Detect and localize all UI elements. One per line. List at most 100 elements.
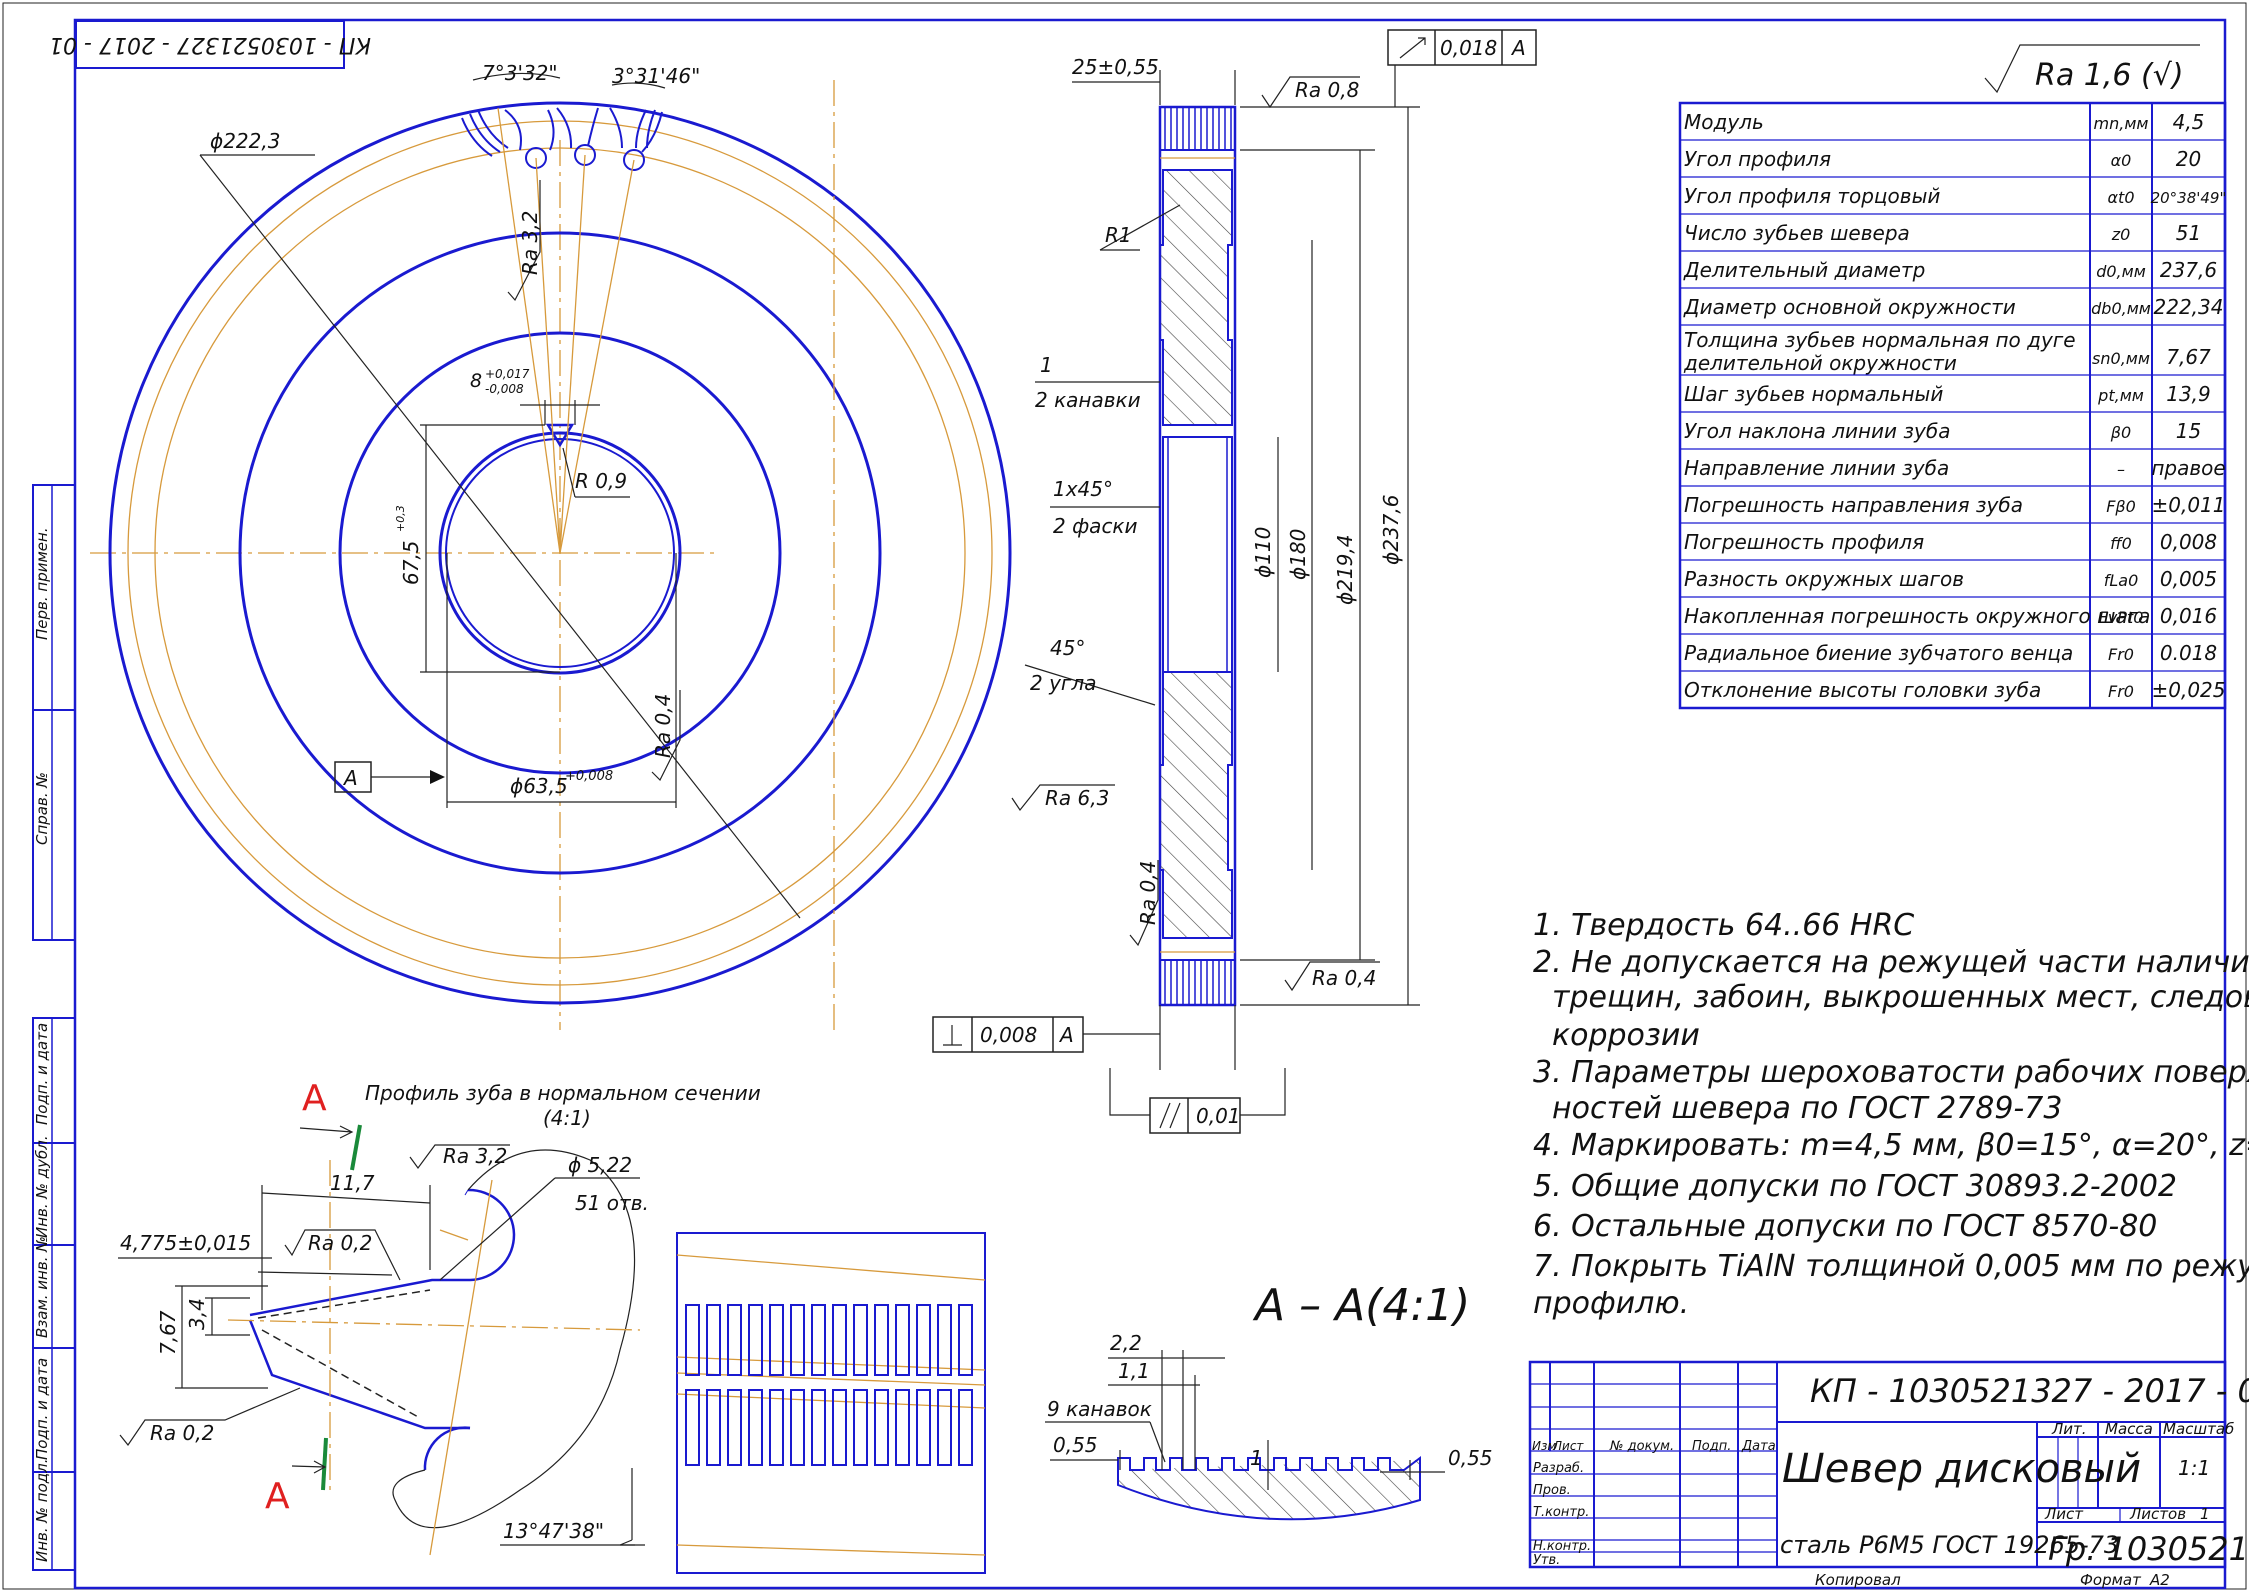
strip-perv-primen: Перв. примен. bbox=[33, 527, 51, 640]
gear-slot-upper bbox=[685, 1304, 700, 1376]
width-25: 25±0,55 bbox=[1072, 55, 1159, 79]
param-value: 0,008 bbox=[2160, 530, 2217, 554]
note-line: 3. Параметры шероховатости рабочих повер… bbox=[1533, 1055, 2249, 1090]
svg-text:Дата: Дата bbox=[1741, 1439, 1776, 1454]
part-name: Шевер дисковый bbox=[1782, 1446, 2141, 1492]
svg-text:Лист: Лист bbox=[2044, 1505, 2084, 1523]
gear-slot-lower bbox=[937, 1389, 952, 1466]
hole-count: 51 отв. bbox=[575, 1191, 649, 1215]
param-value: 0.018 bbox=[2160, 641, 2217, 665]
param-name: Погрешность профиля bbox=[1684, 530, 1924, 554]
dim-1-1: 1,1 bbox=[1118, 1359, 1150, 1383]
title-block: КП - 1030521327 - 2017 - 01 Шевер дисков… bbox=[1528, 1360, 2249, 1589]
drawing-frame bbox=[73, 18, 2227, 1590]
param-value: 15 bbox=[2176, 419, 2201, 443]
note-line: 4. Маркировать: m=4,5 мм, β0=15°, α=20°,… bbox=[1533, 1128, 2249, 1163]
gear-slot-upper bbox=[916, 1304, 931, 1376]
param-name: Угол профиля торцовый bbox=[1684, 184, 1940, 208]
angle-3-31-46: 3°31'46" bbox=[612, 64, 700, 88]
roughness-ra04-bottom: Ra 0,4 bbox=[1284, 961, 1380, 992]
note-line: ностей шевера по ГОСТ 2789-73 bbox=[1552, 1091, 2062, 1126]
note-line: коррозии bbox=[1552, 1018, 1700, 1053]
gear-slot-upper bbox=[853, 1304, 868, 1376]
svg-text:A: A bbox=[1058, 1023, 1074, 1047]
roughness-ra02-top: Ra 0,2 bbox=[284, 1229, 401, 1281]
gear-slot-upper bbox=[811, 1304, 826, 1376]
dim-0-55-left: 0,55 bbox=[1053, 1433, 1098, 1457]
svg-text:Формат: Формат bbox=[2080, 1571, 2142, 1589]
shoulder-circle bbox=[338, 331, 782, 775]
hole-dia: ϕ 5,22 bbox=[568, 1153, 632, 1177]
strip-podp-data-1: Подп. и дата bbox=[33, 1023, 51, 1125]
gear-slot-lower bbox=[685, 1389, 700, 1466]
dim-7-67: 7,67 bbox=[156, 1310, 180, 1355]
param-name: Отклонение высоты головки зуба bbox=[1684, 678, 2041, 702]
svg-text:Подп.: Подп. bbox=[1692, 1439, 1731, 1454]
roughness-ra02-bottom: Ra 0,2 bbox=[119, 1387, 301, 1447]
datum-a-front: A bbox=[342, 766, 358, 790]
roughness-ra04-front: Ra 0,4 bbox=[651, 690, 681, 782]
gear-slot-lower bbox=[916, 1389, 931, 1466]
doc-code: КП - 1030521327 - 2017 - 01 bbox=[1810, 1372, 2249, 1410]
param-name: Погрешность направления зуба bbox=[1684, 493, 2023, 517]
svg-text:(4:1): (4:1) bbox=[543, 1106, 591, 1130]
dim-4-775: 4,775±0,015 bbox=[120, 1231, 251, 1255]
svg-text:+0,017: +0,017 bbox=[485, 367, 530, 381]
svg-text:Ra 0,4: Ra 0,4 bbox=[1312, 966, 1376, 990]
bore-63-5: ϕ63,5 bbox=[510, 774, 568, 798]
gear-slot-lower bbox=[706, 1389, 721, 1466]
gear-slot-lower bbox=[853, 1389, 868, 1466]
param-value: 0,016 bbox=[2160, 604, 2217, 628]
perpendicularity-frame: 0,008 A bbox=[932, 1016, 1160, 1053]
param-name: Угол наклона линии зуба bbox=[1684, 419, 1950, 443]
svg-text:Листов: Листов bbox=[2129, 1505, 2186, 1523]
dim-1: 1 bbox=[1250, 1446, 1263, 1470]
radius-0-9: R 0,9 bbox=[575, 469, 627, 493]
param-symbol: FvPt0 bbox=[2099, 608, 2144, 627]
svg-text:Масштаб: Масштаб bbox=[2163, 1420, 2234, 1438]
param-value: ±0,011 bbox=[2151, 493, 2225, 517]
svg-text:1: 1 bbox=[2200, 1505, 2210, 1523]
param-symbol: sn0,мм bbox=[2092, 349, 2150, 368]
svg-text:+0,008: +0,008 bbox=[565, 769, 613, 784]
rotated-stamp-text: КП - 1030521327 - 2017 - 01 bbox=[49, 32, 371, 57]
param-value: 20°38'49" bbox=[2151, 189, 2227, 207]
tooth-caption: Профиль зуба в нормальном сечении bbox=[365, 1081, 761, 1105]
svg-text:Разраб.: Разраб. bbox=[1533, 1461, 1584, 1476]
side-view: 25±0,55 Ra 0,8 0,018 A R1 1 2 канавки 1x… bbox=[833, 29, 1537, 1134]
param-value: 7,67 bbox=[2166, 345, 2211, 369]
bore-circle bbox=[438, 431, 682, 675]
note-line: 6. Остальные допуски по ГОСТ 8570-80 bbox=[1533, 1209, 2157, 1244]
gear-slot-upper bbox=[706, 1304, 721, 1376]
gear-slot-lower bbox=[958, 1389, 973, 1466]
roughness-ra32-front: Ra 3,2 bbox=[507, 180, 542, 302]
param-symbol: d0,мм bbox=[2096, 262, 2146, 281]
section-aa-title: A – A(4:1) bbox=[1252, 1280, 1470, 1331]
svg-text:-0,008: -0,008 bbox=[485, 382, 524, 396]
strip-vzam-inv: Взам. инв. № bbox=[33, 1236, 51, 1338]
svg-text:Ra 0,4: Ra 0,4 bbox=[651, 694, 675, 758]
front-view: 7°3'32" 3°31'46" ϕ222,3 Ra 3,2 8 +0,017 … bbox=[90, 61, 1012, 1030]
side-strip: Перв. примен. Справ. № Подп. и дата Инв.… bbox=[32, 484, 76, 1571]
svg-text:Н.контр.: Н.контр. bbox=[1533, 1539, 1591, 1554]
param-value: 20 bbox=[2176, 147, 2201, 171]
param-name: Разность окружных шагов bbox=[1684, 567, 1964, 591]
dim-0-55-right: 0,55 bbox=[1448, 1446, 1493, 1470]
gear-slot-upper bbox=[937, 1304, 952, 1376]
param-value: 0,005 bbox=[2160, 567, 2217, 591]
gear-slot-lower bbox=[769, 1389, 784, 1466]
param-name: Радиальное биение зубчатого венца bbox=[1684, 641, 2073, 665]
svg-text:Лист: Лист bbox=[1552, 1439, 1584, 1453]
gear-slot-lower bbox=[895, 1389, 910, 1466]
svg-text:Ra 0,2: Ra 0,2 bbox=[308, 1231, 372, 1255]
svg-text:1x45°: 1x45° bbox=[1053, 477, 1113, 501]
svg-text:+0,3: +0,3 bbox=[394, 505, 407, 532]
param-name: Накопленная погрешность окружного шага bbox=[1684, 604, 2150, 628]
dia-237-6: ϕ237,6 bbox=[1379, 495, 1403, 565]
helix-angle: 13°47'38" bbox=[503, 1519, 604, 1543]
gear-slot-upper bbox=[895, 1304, 910, 1376]
svg-text:Т.контр.: Т.контр. bbox=[1533, 1505, 1589, 1520]
param-value: 13,9 bbox=[2166, 382, 2211, 406]
note-line: трещин, забоин, выкрошенных мест, следов bbox=[1552, 980, 2249, 1015]
